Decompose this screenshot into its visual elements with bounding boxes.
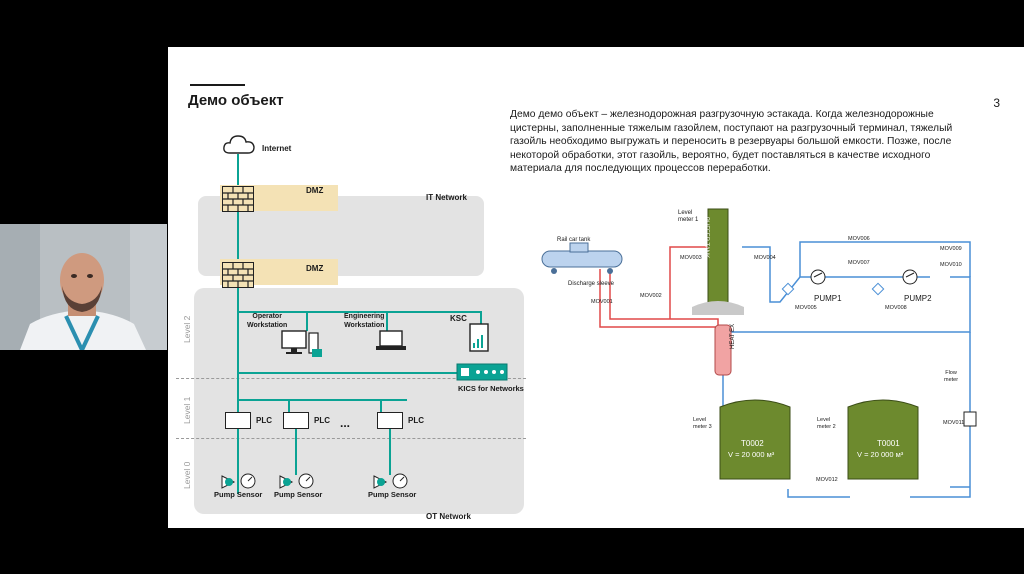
plc-icon: [225, 412, 251, 429]
pump2-icon: [902, 269, 918, 285]
t0002-name: T0002: [741, 439, 764, 448]
filter-icon: [781, 282, 795, 296]
mov012-label: MOV012: [816, 477, 838, 483]
rail-car-tank-label: Rail car tank: [557, 237, 591, 243]
mov005-label: MOV005: [795, 305, 817, 311]
level-meter-1-label: Level meter 1: [678, 210, 699, 223]
mov006-label: MOV006: [848, 236, 870, 242]
internet-label: Internet: [262, 144, 292, 153]
blue-pipe-outlet: [910, 332, 971, 498]
blue-pipe-bypass: [799, 241, 971, 277]
pump1-label: PUMP1: [814, 294, 842, 303]
mov009-label: MOV009: [940, 246, 962, 252]
mov007-label: MOV007: [848, 260, 870, 266]
level-divider-0: [176, 438, 526, 439]
it-network-label: IT Network: [426, 193, 467, 202]
server-icon: [469, 323, 489, 352]
plc-1-label: PLC: [256, 416, 272, 425]
blue-pipe-main: [728, 276, 971, 333]
firewall-icon: [222, 262, 254, 288]
link-sensor2: [295, 429, 297, 475]
buffer-tank-label: BUFFER TANK: [703, 217, 709, 259]
kics-label: KICS for Networks: [458, 384, 524, 393]
process-diagram: [541, 208, 977, 498]
l1-bus: [237, 399, 407, 401]
flow-meter-label: Flow meter: [944, 370, 959, 383]
tank-t0001-icon: [847, 399, 919, 480]
level-2-label: Level 2: [182, 315, 192, 343]
tank-t0002-icon: [719, 399, 791, 480]
dmz-2-label: DMZ: [306, 264, 324, 273]
network-trunk: [237, 154, 239, 494]
pump-sensor-icon: [279, 473, 314, 489]
link-plc3: [380, 399, 382, 413]
t0001-volume: V = 20 000 м³: [857, 450, 904, 459]
plc-icon: [283, 412, 309, 429]
firewall-icon: [222, 186, 254, 212]
heat-ex-label: HEAT EX: [730, 323, 736, 349]
slide-title: Демо объект: [188, 92, 284, 109]
red-pipe-3: [669, 246, 710, 319]
pump2-label: PUMP2: [904, 294, 932, 303]
ksc-label: KSC: [450, 314, 467, 323]
l2-bus: [237, 311, 482, 313]
pump-sensor-2-label: Pump Sensor: [274, 490, 323, 499]
link-sensor3: [389, 429, 391, 475]
pump1-icon: [810, 269, 826, 285]
link-engineering: [386, 311, 388, 331]
link-sensor1: [237, 429, 239, 475]
level-1-label: Level 1: [182, 396, 192, 424]
slide: Демо объект 3 Демо демо объект – железно…: [168, 47, 1024, 528]
plc-2-label: PLC: [314, 416, 330, 425]
pump-sensor-icon: [373, 473, 408, 489]
red-pipe-1: [609, 269, 719, 362]
level-meter-3-label: Level meter 3: [693, 417, 712, 430]
dmz-1-label: DMZ: [306, 186, 324, 195]
link-operator: [306, 311, 308, 331]
operator-workstation-label: Operator Workstation: [247, 313, 288, 329]
webcam-video: [0, 224, 167, 350]
level-divider-1: [176, 378, 526, 379]
mov011-label: MOV011: [943, 420, 965, 426]
ellipsis-label: ...: [340, 416, 351, 430]
pump-sensor-icon: [221, 473, 256, 489]
mov001-label: MOV001: [591, 299, 613, 305]
t0001-name: T0001: [877, 439, 900, 448]
t0002-volume: V = 20 000 м³: [728, 450, 775, 459]
pump-sensor-3-label: Pump Sensor: [368, 490, 417, 499]
flow-meter-icon: [963, 411, 977, 427]
discharge-sleeve-label: Discharge sleeve: [568, 281, 615, 287]
level-0-label: Level 0: [182, 461, 192, 489]
buffer-tank-icon: [692, 208, 744, 315]
link-plc2: [288, 399, 290, 413]
pump-sensor-1-label: Pump Sensor: [214, 490, 263, 499]
cloud-icon: [223, 135, 255, 154]
heat-exchanger-icon: [714, 324, 732, 376]
computer-icon: [281, 330, 322, 357]
red-pipe-2: [599, 269, 718, 328]
mov002-label: MOV002: [640, 293, 662, 299]
rail-car-tank-icon: [541, 242, 623, 274]
mov008-label: MOV008: [885, 305, 907, 311]
engineering-workstation-label: Engineering Workstation: [344, 313, 385, 329]
presenter-avatar: [0, 224, 167, 350]
ot-network-label: OT Network: [426, 512, 471, 521]
laptop-icon: [376, 330, 406, 350]
filter-icon: [871, 282, 885, 296]
level-meter-2-label: Level meter 2: [817, 417, 836, 430]
plc-3-label: PLC: [408, 416, 424, 425]
page-number: 3: [993, 96, 1000, 110]
kics-appliance-icon: [456, 363, 508, 381]
mov004-label: MOV004: [754, 255, 776, 261]
mov010-label: MOV010: [940, 262, 962, 268]
plc-icon: [377, 412, 403, 429]
slide-description: Демо демо объект – железнодорожная разгр…: [510, 109, 953, 175]
link-ksc: [480, 311, 482, 325]
title-rule: [190, 84, 245, 86]
mov003-label: MOV003: [680, 255, 702, 261]
link-kics: [237, 372, 457, 374]
